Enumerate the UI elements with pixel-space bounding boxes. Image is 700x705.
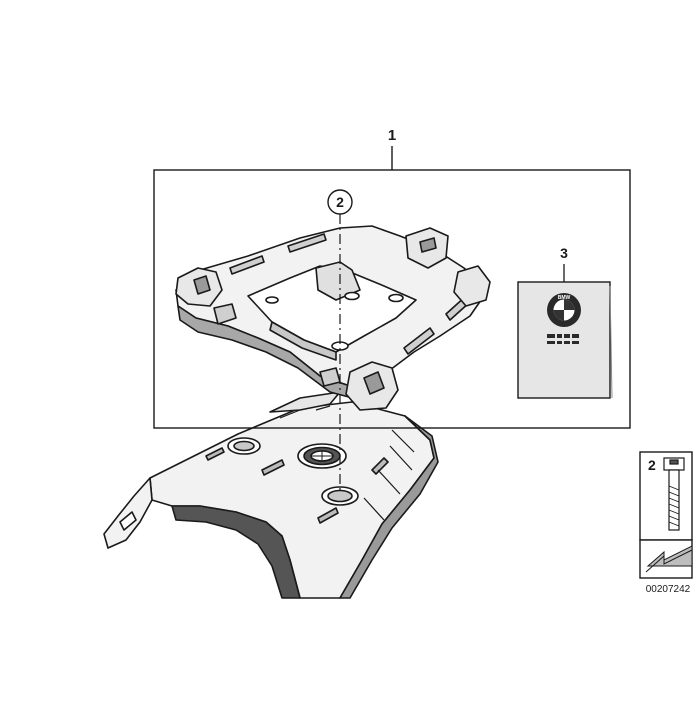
screw-icon: [663, 457, 685, 531]
legend-callout-screw: 2: [648, 457, 656, 473]
callout-manual: 3: [560, 245, 568, 261]
diagram-id: 00207242: [646, 584, 691, 595]
svg-text:BMW: BMW: [558, 295, 571, 301]
callout-screw-marker: 2: [327, 189, 353, 215]
manual-booklet: 3 BMW: [517, 245, 613, 399]
callout-kit: 1: [388, 127, 396, 144]
roundel-icon: BMW: [547, 293, 581, 327]
legend-arrow-box: [639, 539, 693, 579]
arrow-icon: [645, 545, 693, 573]
luggage-rack: [175, 225, 491, 411]
manual-cover-text: [547, 334, 579, 344]
callout-screw: 2: [336, 194, 344, 210]
rear-frame: [103, 391, 439, 599]
legend-box: 2: [639, 451, 693, 541]
